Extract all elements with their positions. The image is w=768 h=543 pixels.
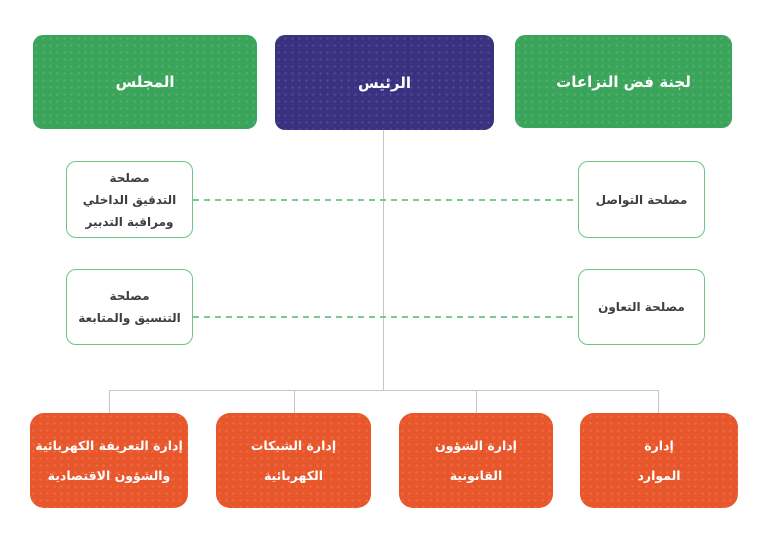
dept-legal-affairs-label: إدارة الشؤون القانونية [435, 437, 517, 483]
node-communication-service: مصلحة التواصل [578, 161, 705, 238]
dept-resources-label: إدارة الموارد [637, 437, 681, 483]
node-council: المجلس [33, 35, 257, 129]
node-disputes-committee: لجنة فض النزاعات [515, 35, 732, 128]
dept-resources: إدارة الموارد [580, 413, 738, 508]
dept-legal-affairs: إدارة الشؤون القانونية [399, 413, 553, 508]
dept-electric-tariff-economic-affairs: إدارة التعريفة الكهربائية والشؤون الاقتص… [30, 413, 188, 508]
node-cooperation-service: مصلحة التعاون [578, 269, 705, 345]
node-disputes-committee-label: لجنة فض النزاعات [556, 72, 691, 91]
connector-stub-3 [476, 390, 477, 413]
node-president: الرئيس [275, 35, 494, 130]
connector-stub-4 [658, 390, 659, 413]
node-internal-audit-service: مصلحة التدقيق الداخلي ومراقبة التدبير [66, 161, 193, 238]
connector-dashed-upper [193, 199, 578, 201]
connector-center-vertical [383, 130, 384, 390]
node-president-label: الرئيس [357, 73, 412, 92]
node-coordination-service: مصلحة التنسيق والمتابعة [66, 269, 193, 345]
dept-electric-networks: إدارة الشبكات الكهربائية [216, 413, 371, 508]
node-cooperation-service-label: مصلحة التعاون [598, 300, 685, 314]
connector-dashed-lower [193, 316, 578, 318]
node-communication-service-label: مصلحة التواصل [595, 192, 688, 207]
node-coordination-service-label: مصلحة التنسيق والمتابعة [78, 289, 181, 325]
node-council-label: المجلس [115, 73, 175, 91]
connector-bottom-horizontal [109, 390, 658, 391]
connector-stub-2 [294, 390, 295, 413]
node-internal-audit-service-label: مصلحة التدقيق الداخلي ومراقبة التدبير [82, 170, 177, 229]
dept-electric-networks-label: إدارة الشبكات الكهربائية [250, 437, 337, 483]
connector-stub-1 [109, 390, 110, 413]
dept-electric-tariff-economic-affairs-label: إدارة التعريفة الكهربائية والشؤون الاقتص… [35, 437, 183, 483]
